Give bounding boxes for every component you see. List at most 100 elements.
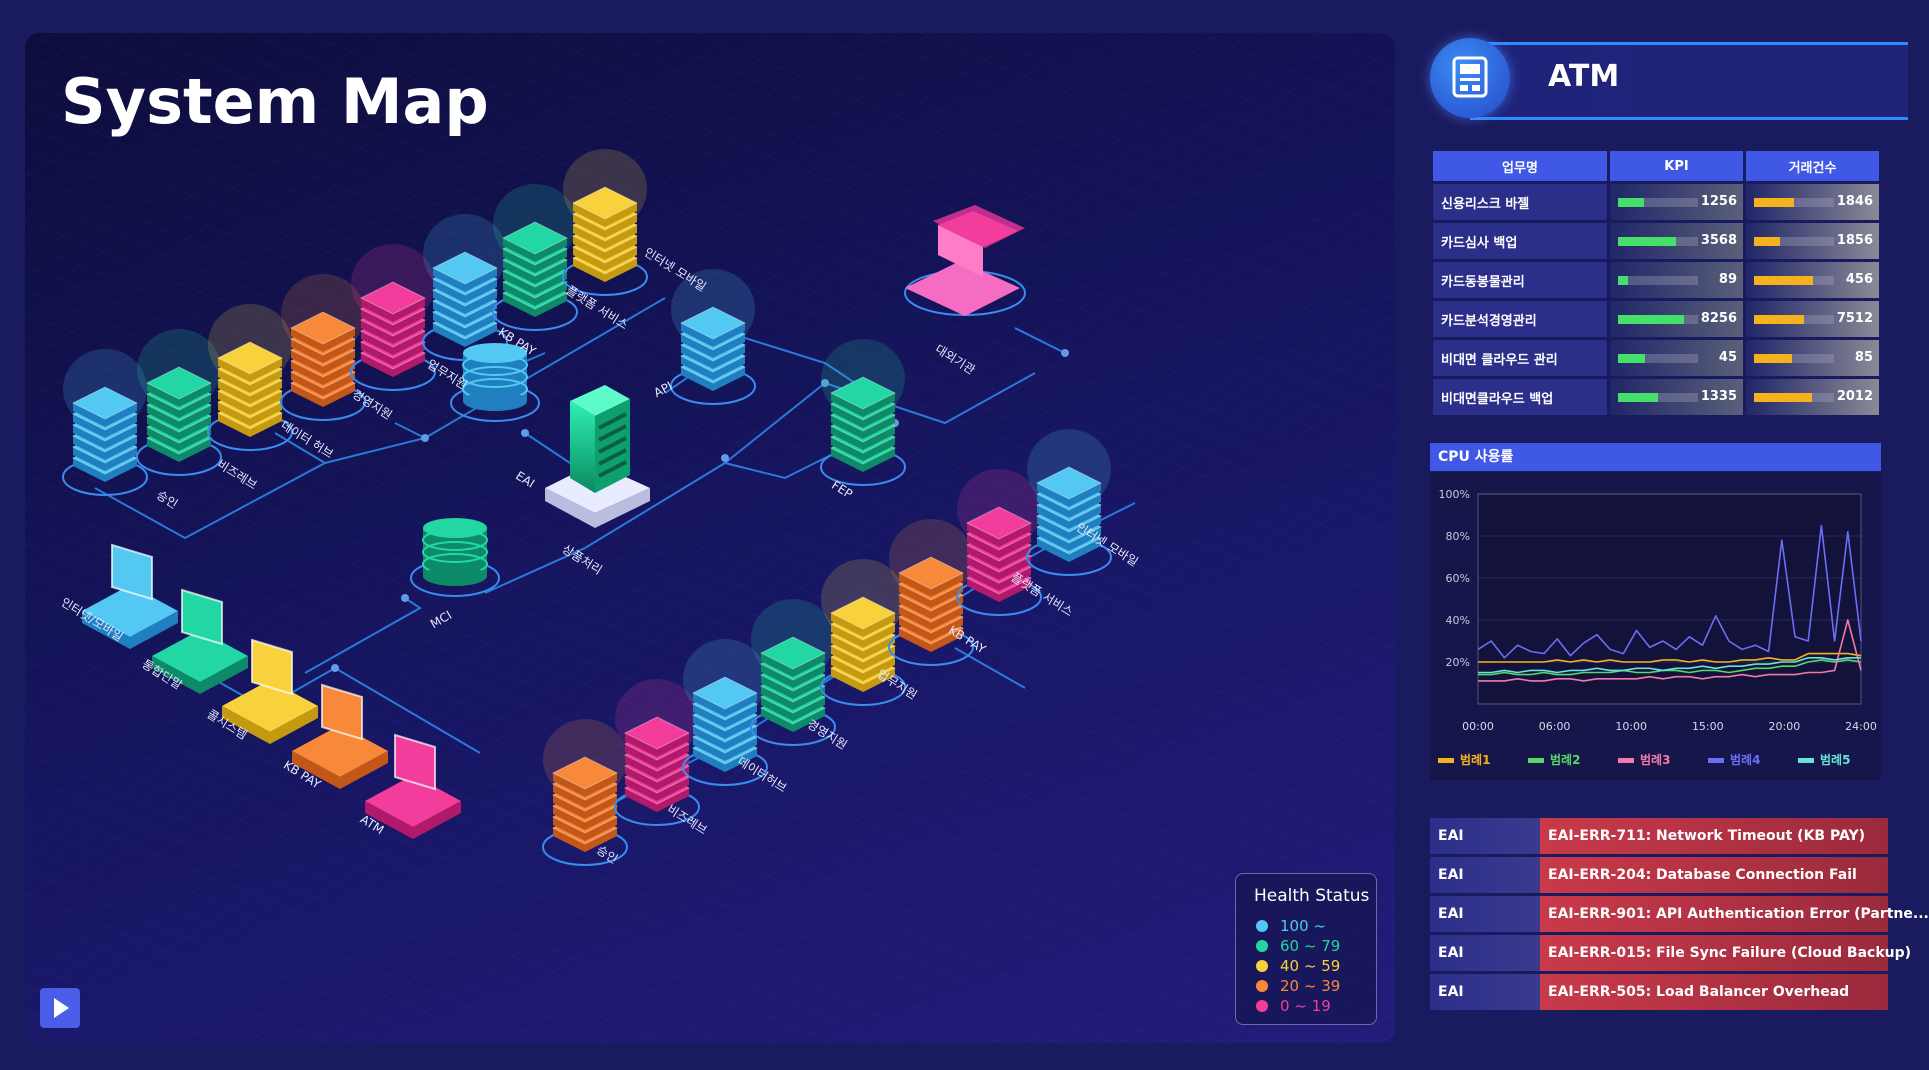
- count-bar-track: [1754, 315, 1834, 324]
- db-node-비즈레브: [136, 329, 222, 476]
- terminal-screen: [321, 683, 363, 741]
- db-layer-top: [216, 341, 284, 375]
- background-grid: [25, 33, 1395, 1043]
- column-header[interactable]: KPI: [1610, 151, 1743, 181]
- db-node-b-데이터허브: [682, 639, 768, 786]
- db-layer-top: [897, 556, 965, 590]
- kpi-bar-fill: [1618, 237, 1676, 246]
- terminal-base-side: [82, 611, 178, 649]
- count-bar-fill: [1754, 237, 1780, 246]
- db-node-경영지원: [280, 274, 366, 421]
- server-base-side: [545, 488, 650, 528]
- terminal-base-side: [222, 706, 318, 744]
- server-slot: [598, 412, 627, 430]
- kpi-value: 1256: [1700, 194, 1737, 209]
- db-layer-top: [145, 366, 213, 400]
- cylinder-top: [423, 518, 487, 538]
- kpi-bar-fill: [1618, 315, 1684, 324]
- series-line: [1477, 524, 1862, 659]
- db-node-b-업무지원: [820, 559, 906, 706]
- channel-node-통합단말: [152, 588, 248, 694]
- count-bar-fill: [1754, 393, 1812, 402]
- legend-label: 범례4: [1730, 752, 1760, 767]
- legend-item: 20 ~ 39: [1256, 976, 1340, 996]
- kpi-value: 89: [1718, 272, 1737, 287]
- db-layer-top: [829, 596, 897, 630]
- play-button[interactable]: [40, 988, 80, 1028]
- legend-label: 범례3: [1640, 752, 1670, 767]
- db-layer-top: [359, 281, 427, 315]
- eai-node: [450, 343, 540, 422]
- column-header[interactable]: 거래건수: [1746, 151, 1879, 181]
- count-bar-track: [1754, 354, 1834, 363]
- connection-line: [1014, 327, 1066, 354]
- connection-line: [274, 432, 326, 464]
- legend-title: Health Status: [1254, 886, 1370, 906]
- error-message: EAI-ERR-505: Load Balancer Overhead: [1540, 974, 1888, 1010]
- db-layer-top: [1035, 466, 1103, 500]
- laptop-screen: [938, 211, 1018, 247]
- count-bar-track: [1754, 198, 1834, 207]
- server-slot: [598, 448, 627, 466]
- terminal-base-side: [152, 656, 248, 694]
- kpi-bar-fill: [1618, 393, 1658, 402]
- kpi-cell: 3568: [1610, 223, 1743, 259]
- count-value: 85: [1854, 350, 1873, 365]
- count-cell: 7512: [1746, 301, 1879, 337]
- task-name-cell: 카드심사 백업: [1433, 223, 1607, 259]
- db-node-데이터허브: [207, 304, 293, 451]
- junction-dot: [331, 664, 339, 672]
- cylinder-bottom: [423, 566, 487, 586]
- task-name-cell: 카드분석경영관리: [1433, 301, 1607, 337]
- db-layer-top: [501, 221, 569, 255]
- y-tick-label: 60%: [1446, 572, 1470, 585]
- cylinder-ring: [422, 541, 488, 563]
- atm-icon: [1430, 38, 1510, 118]
- count-bar-fill: [1754, 276, 1814, 285]
- kpi-bar-track: [1618, 198, 1698, 207]
- legend-swatch: [1618, 758, 1634, 763]
- x-tick-label: 20:00: [1769, 720, 1801, 733]
- detail-title: ATM: [1548, 59, 1620, 94]
- error-message: EAI-ERR-204: Database Connection Fail: [1540, 857, 1888, 893]
- kpi-bar-fill: [1618, 354, 1646, 363]
- junction-dot: [721, 454, 729, 462]
- channel-node-atm: [365, 733, 461, 839]
- terminal-base-side: [292, 751, 388, 789]
- external-laptop-node: [904, 205, 1026, 316]
- db-layer-top: [71, 386, 139, 420]
- kpi-cell: 45: [1610, 340, 1743, 376]
- task-name-cell: 비대면클라우드 백업: [1433, 379, 1607, 415]
- series-line: [1478, 657, 1861, 674]
- db-layer-top: [759, 636, 827, 670]
- kpi-cell: 1335: [1610, 379, 1743, 415]
- column-header[interactable]: 업무명: [1433, 151, 1607, 181]
- count-value: 7512: [1836, 311, 1873, 326]
- count-bar-fill: [1754, 354, 1793, 363]
- db-layer-top: [829, 376, 897, 410]
- count-cell: 85: [1746, 340, 1879, 376]
- junction-dot: [401, 594, 409, 602]
- y-tick-label: 40%: [1446, 614, 1470, 627]
- kpi-value: 1335: [1700, 389, 1737, 404]
- legend-item: 0 ~ 19: [1256, 996, 1331, 1016]
- count-bar-fill: [1754, 315, 1804, 324]
- fep-node: [820, 339, 906, 486]
- db-node-b-kbpay: [888, 519, 974, 666]
- legend-swatch: [1798, 758, 1814, 763]
- api-node: [670, 269, 756, 405]
- mci-node: [410, 518, 500, 597]
- count-value: 1856: [1836, 233, 1873, 248]
- db-layer-top: [679, 306, 747, 340]
